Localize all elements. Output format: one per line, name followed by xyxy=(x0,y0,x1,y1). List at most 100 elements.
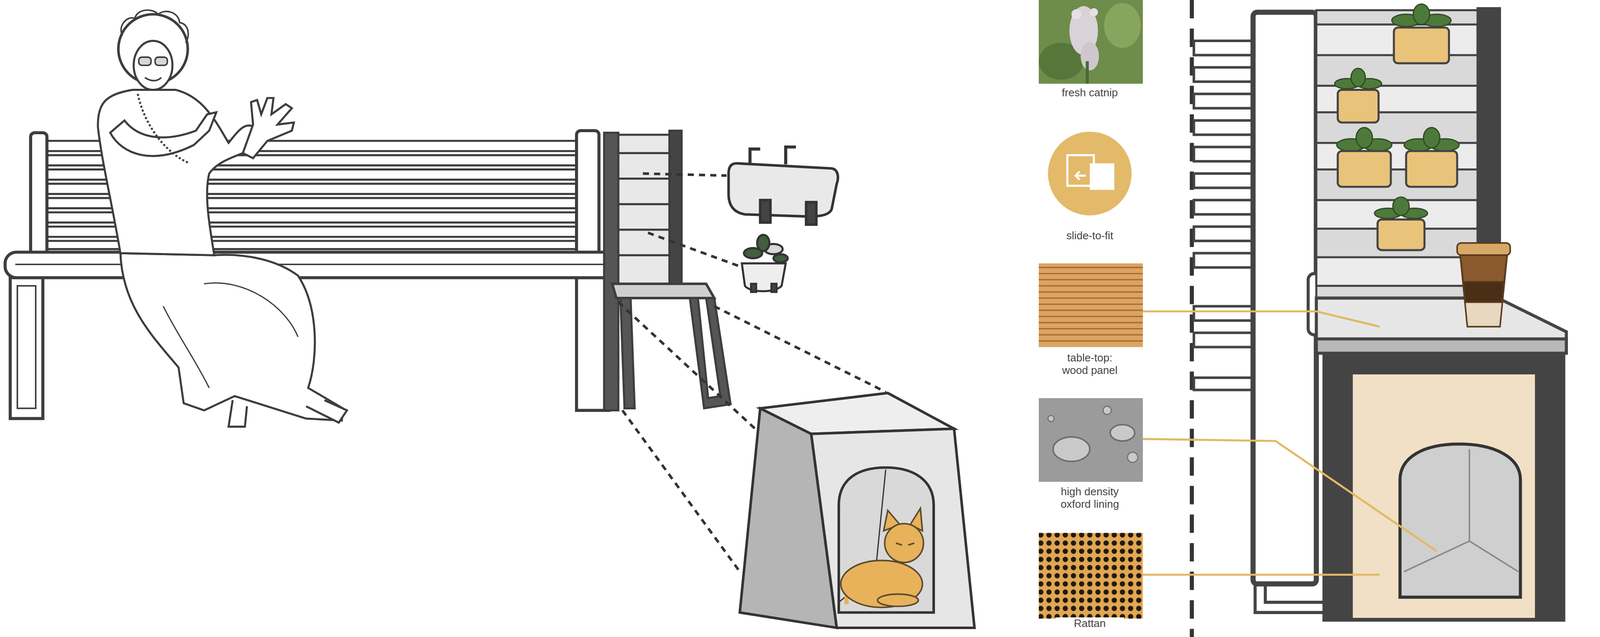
bench-part xyxy=(17,285,36,409)
bench-part xyxy=(604,132,619,410)
leader-lines-part xyxy=(1142,311,1380,327)
oxford-swatch-part xyxy=(1047,415,1055,422)
wood-swatch-part-part xyxy=(1038,285,1143,287)
side-table-part xyxy=(618,177,672,180)
woman-figure-part xyxy=(120,252,343,421)
oxford-swatch-part xyxy=(1127,452,1138,463)
cat-house xyxy=(740,392,975,628)
material-label: Rattan xyxy=(1055,617,1125,630)
bench-closeup-part xyxy=(1193,40,1258,55)
woman-figure-part xyxy=(121,10,189,43)
bench-closeup-part xyxy=(1193,147,1258,162)
catnip-photo-part xyxy=(1090,8,1099,17)
plant-pots-part xyxy=(1393,27,1449,64)
rattan-swatch-part xyxy=(1038,532,1143,619)
cabinet-part xyxy=(1404,448,1519,572)
bench-closeup-part xyxy=(1193,226,1258,241)
backrest-part xyxy=(1316,257,1478,286)
side-table-part xyxy=(612,283,715,298)
leader-lines xyxy=(1142,311,1437,575)
woman-figure-part xyxy=(97,89,255,255)
cat-part xyxy=(895,542,915,545)
catnip-photo xyxy=(1038,0,1143,84)
coffee-cup-part xyxy=(1460,255,1508,327)
coffee-cup xyxy=(1457,242,1510,327)
side-table-part xyxy=(618,228,672,231)
cat-house-part xyxy=(760,392,954,434)
slide-icon-part xyxy=(1075,171,1086,180)
wood-swatch-part-part xyxy=(1038,266,1143,268)
side-table-part xyxy=(669,130,682,296)
bench-closeup-part xyxy=(1193,377,1258,390)
catnip-photo-part xyxy=(1080,41,1099,71)
bench-closeup-part xyxy=(1193,67,1258,82)
cabinet-part xyxy=(1323,352,1565,621)
explode-lines-part xyxy=(642,173,727,176)
table-top xyxy=(1316,297,1567,353)
wood-swatch-part xyxy=(1038,263,1143,348)
bench-closeup-part xyxy=(1193,173,1258,188)
cabinet-part xyxy=(1352,373,1536,619)
cat xyxy=(840,507,924,608)
small-pot-part xyxy=(773,254,788,263)
bench-part xyxy=(10,277,43,419)
small-pot-part xyxy=(741,263,786,292)
cat-house-part xyxy=(838,467,934,613)
bench-closeup-part xyxy=(1193,93,1258,108)
bench-closeup-part xyxy=(1193,306,1258,321)
catnip-photo-part xyxy=(1085,61,1089,84)
wood-swatch-part-part xyxy=(1038,340,1143,342)
material-label: slide-to-fit xyxy=(1055,229,1125,243)
explode-lines-part xyxy=(618,302,755,429)
woman-figure-part xyxy=(155,57,168,66)
side-table-part xyxy=(690,297,731,408)
planter-holder-part xyxy=(806,202,817,225)
bench-closeup-part xyxy=(1193,252,1258,268)
woman-figure-part xyxy=(145,77,162,81)
wood-swatch-part-part xyxy=(1038,334,1143,336)
rattan-swatch xyxy=(1038,532,1143,619)
leader-lines-part xyxy=(1142,438,1437,551)
woman-figure-part xyxy=(228,400,248,427)
backrest-part xyxy=(1316,10,1485,301)
cat-house-part xyxy=(811,428,975,628)
woman-figure-part xyxy=(306,400,348,423)
side-table-part xyxy=(620,297,635,408)
wood-swatch-part-part xyxy=(1038,272,1143,275)
planter-holder-part xyxy=(760,200,770,223)
woman-figure-part xyxy=(138,57,151,66)
oxford-swatch xyxy=(1038,397,1143,482)
cat-part xyxy=(840,560,923,608)
plant-pots-part-part xyxy=(1392,197,1410,216)
cat-part xyxy=(884,523,924,563)
plant-pots-part-part xyxy=(1350,68,1365,87)
side-table-part xyxy=(618,152,672,155)
side-table-part xyxy=(618,202,672,205)
cat-part xyxy=(877,593,919,606)
coffee-cup-part xyxy=(1460,255,1508,282)
plant-pots-part-part xyxy=(1413,4,1430,25)
wood-swatch-part-part xyxy=(1038,327,1143,330)
bench-part xyxy=(30,132,47,258)
woman-figure-part xyxy=(242,97,294,158)
bench-closeup-part xyxy=(1193,200,1258,215)
catnip-photo-part xyxy=(1104,2,1141,48)
plant-pots-part-part xyxy=(1356,127,1373,148)
material-label: table-top: wood panel xyxy=(1055,351,1125,377)
side-table xyxy=(612,130,731,408)
material-label: high density oxford lining xyxy=(1055,485,1125,511)
wood-swatch-part-part xyxy=(1038,321,1143,323)
planter-holder-part xyxy=(785,147,796,165)
bench-part xyxy=(576,130,600,265)
planter-holder xyxy=(728,147,838,225)
slide-icon xyxy=(1047,131,1132,216)
wood-swatch-part-part xyxy=(1038,309,1143,311)
small-pot xyxy=(741,234,788,292)
plant-pots-part-part xyxy=(1423,127,1440,148)
coffee-cup-part xyxy=(1463,281,1505,303)
catnip-photo-part xyxy=(1071,9,1082,20)
material-label: fresh catnip xyxy=(1055,86,1125,100)
plant-pots-part xyxy=(1337,89,1379,123)
wood-swatch-part-part xyxy=(1038,315,1143,318)
planter-holder-part xyxy=(728,163,838,217)
